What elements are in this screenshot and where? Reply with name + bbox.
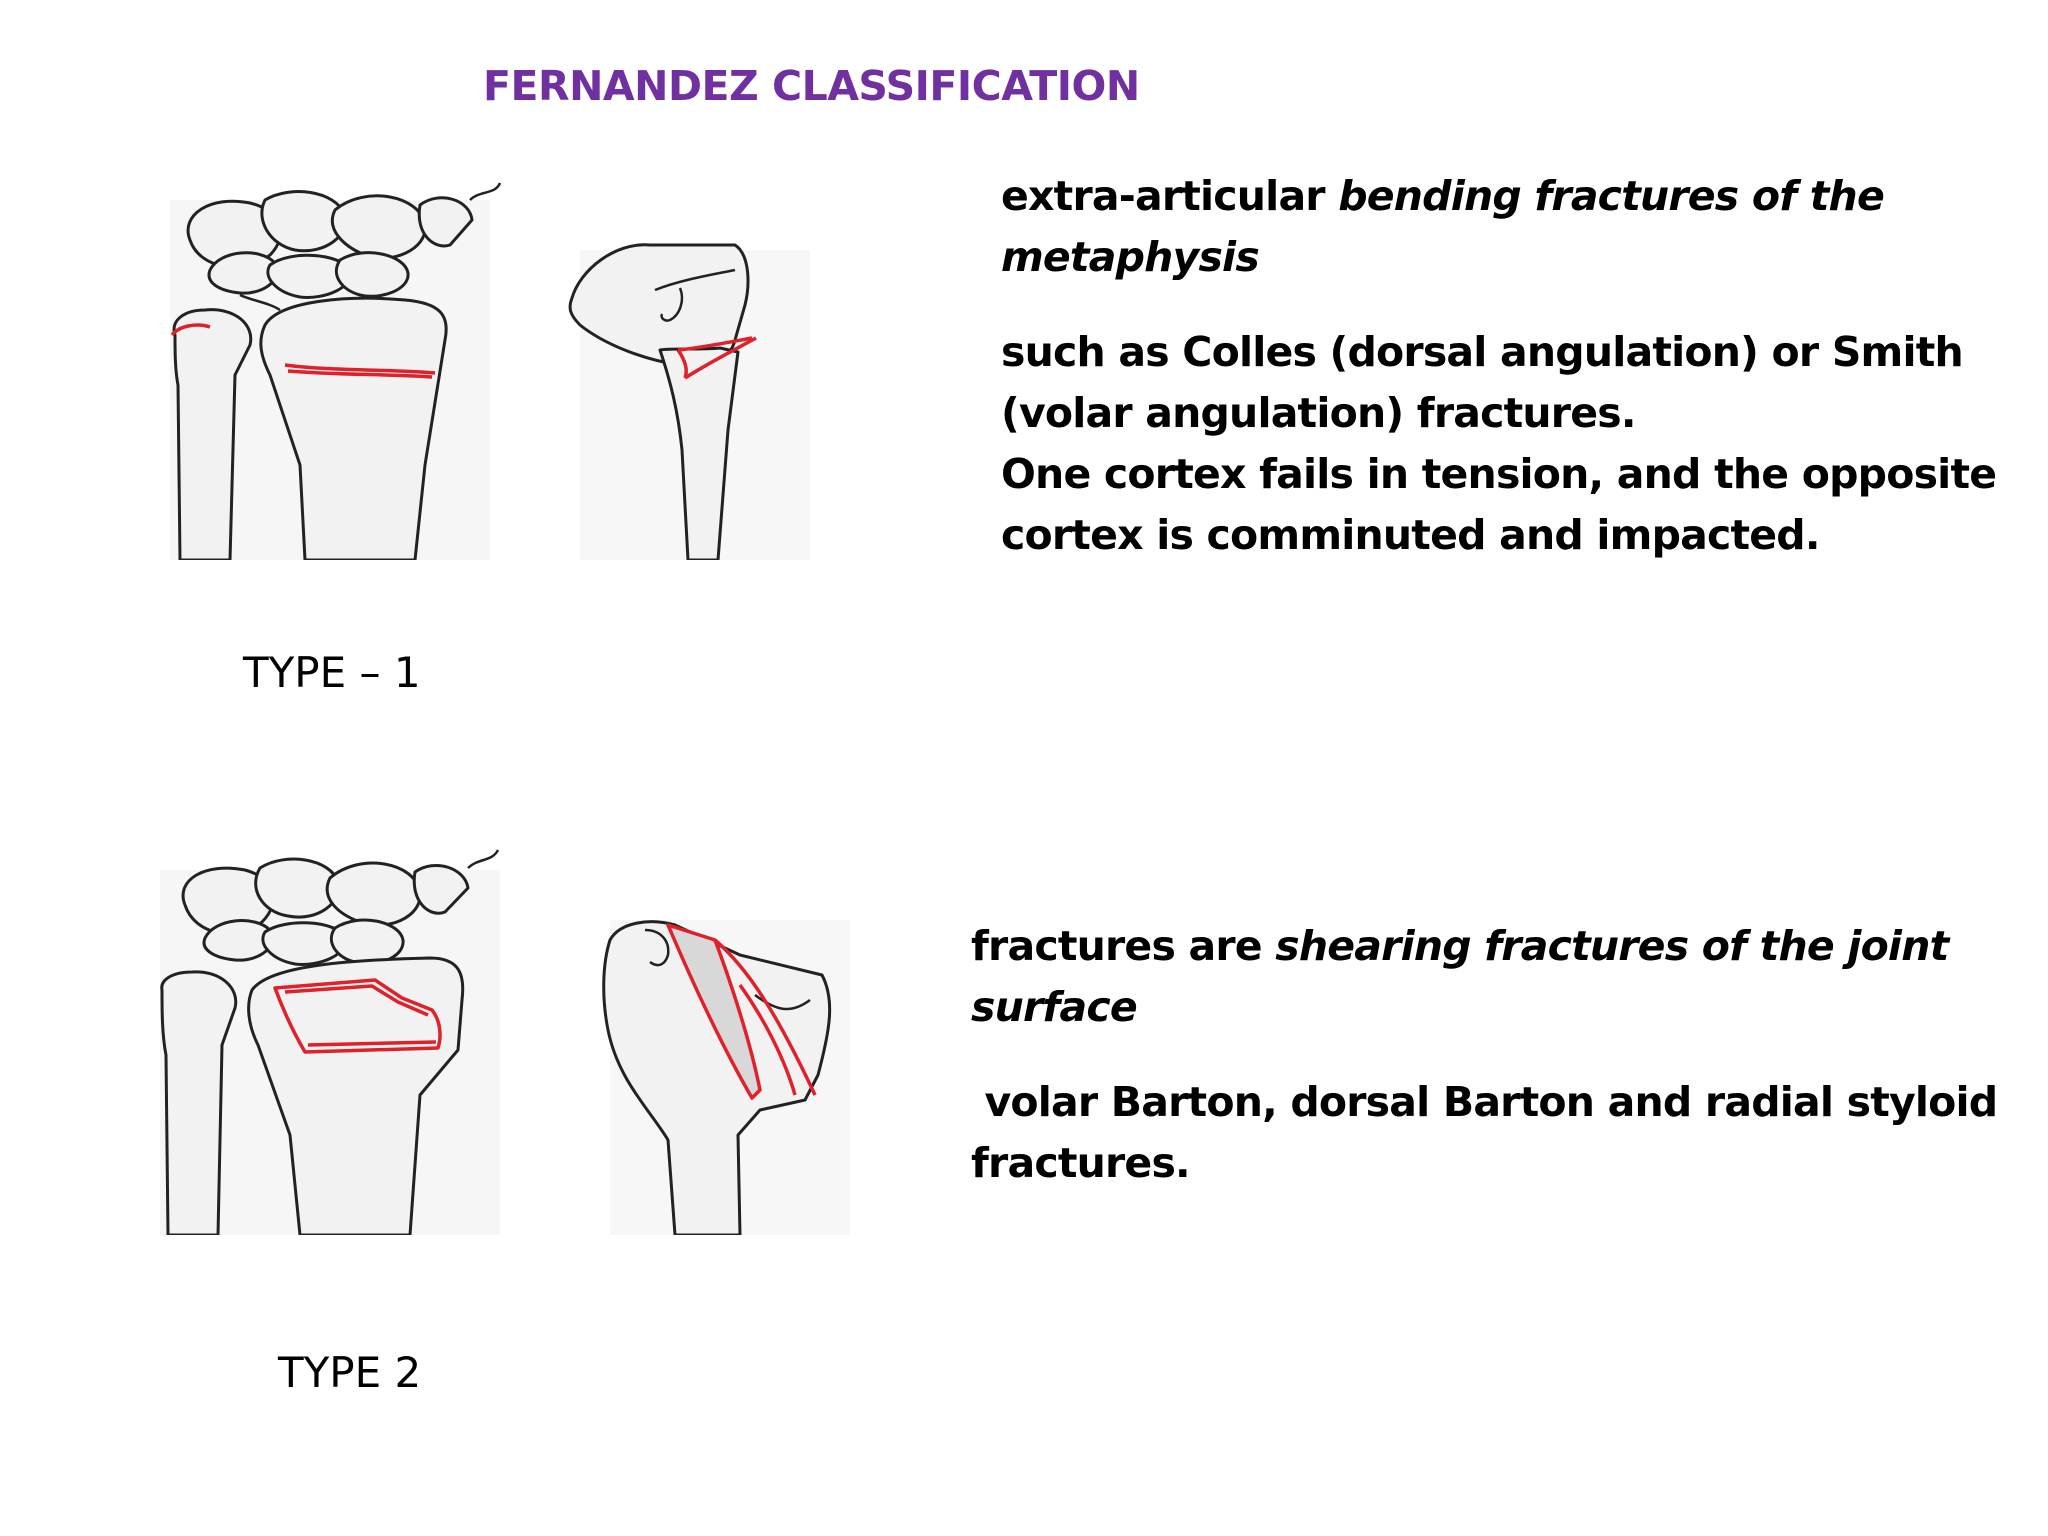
type-1-description: extra-articular bending fractures of the… xyxy=(1001,166,2031,566)
type-1-definition: extra-articular bending fractures of the… xyxy=(1001,166,2031,288)
type-2-definition-italic: shearing fractures of the joint surface xyxy=(971,922,1949,1031)
type-1-definition-italic: bending fractures of the metaphysis xyxy=(1001,172,1885,281)
type-1-definition-plain: extra-articular xyxy=(1001,172,1339,220)
type-2-description: fractures are shearing fractures of the … xyxy=(971,916,2031,1194)
slide-title: FERNANDEZ CLASSIFICATION xyxy=(483,62,1140,110)
type-2-examples: volar Barton, dorsal Barton and radial s… xyxy=(971,1078,2011,1187)
type-1-label: TYPE – 1 xyxy=(243,648,421,697)
type-1-mechanism: One cortex fails in tension, and the opp… xyxy=(1001,450,1997,559)
type1-frontal-wrist-illustration xyxy=(150,175,510,560)
type-2-definition-plain: fractures are xyxy=(971,922,1276,970)
type-2-label: TYPE 2 xyxy=(278,1348,422,1397)
type1-lateral-wrist-illustration xyxy=(560,230,820,560)
type2-lateral-wrist-illustration xyxy=(590,900,860,1235)
type-1-examples: such as Colles (dorsal angulation) or Sm… xyxy=(1001,328,1964,437)
type2-frontal-wrist-illustration xyxy=(140,840,520,1235)
type-2-definition: fractures are shearing fractures of the … xyxy=(971,916,2031,1038)
